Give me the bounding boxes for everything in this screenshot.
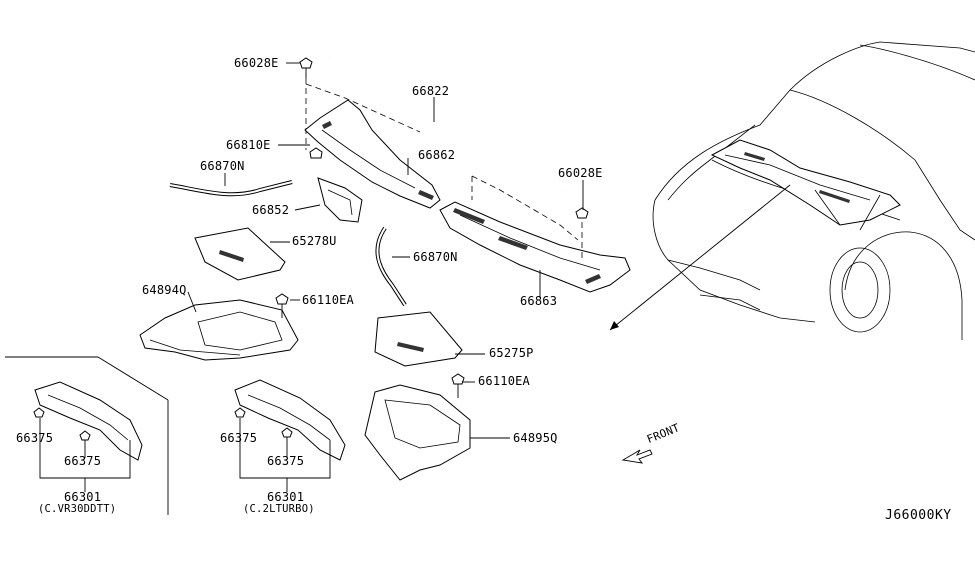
clip-66375-a-upper-icon bbox=[33, 407, 45, 418]
vehicle-outline bbox=[652, 41, 975, 340]
callout-66110EA-top: 66110EA bbox=[302, 293, 354, 307]
clip-66110EA-top-icon bbox=[275, 293, 289, 318]
front-arrow-icon bbox=[621, 449, 653, 464]
clip-66110EA-bottom-icon bbox=[451, 373, 465, 398]
variant-b-note: (C.2LTURBO) bbox=[243, 503, 315, 515]
part-66301-variant-a bbox=[34, 381, 143, 461]
part-65278U-pad bbox=[194, 227, 286, 281]
pointer-arrowhead-icon bbox=[610, 321, 619, 330]
callout-66870N-left: 66870N bbox=[200, 159, 245, 173]
clip-66810E-icon bbox=[309, 147, 323, 159]
part-64894Q-cover bbox=[139, 299, 299, 361]
callout-66028E-right: 66028E bbox=[558, 166, 603, 180]
callout-66110EA-bottom: 66110EA bbox=[478, 374, 530, 388]
part-65275P-pad bbox=[374, 311, 463, 367]
part-66822-seal-inner bbox=[329, 57, 566, 191]
callout-64895Q: 64895Q bbox=[513, 431, 558, 445]
part-66863-cowl-right bbox=[439, 201, 631, 293]
part-66852-bracket bbox=[317, 177, 363, 223]
clip-66028E-top-icon bbox=[299, 57, 313, 78]
clip-66375-b-upper-icon bbox=[234, 407, 246, 418]
variant-a-frame-diag bbox=[97, 356, 169, 401]
clip-66028E-right-icon bbox=[575, 207, 589, 219]
callout-66375-a-lower: 66375 bbox=[64, 454, 102, 468]
callout-66852: 66852 bbox=[252, 203, 290, 217]
callout-66810E: 66810E bbox=[226, 138, 271, 152]
callout-66375-b-lower: 66375 bbox=[267, 454, 305, 468]
callout-66822: 66822 bbox=[412, 84, 450, 98]
callout-66870N-mid: 66870N bbox=[413, 250, 458, 264]
clip-66375-b-lower-icon bbox=[281, 427, 293, 438]
variant-a-note: (C.VR30DDTT) bbox=[38, 503, 117, 515]
callout-66375-b-upper: 66375 bbox=[220, 431, 258, 445]
callout-64894Q: 64894Q bbox=[142, 283, 187, 297]
callout-66862: 66862 bbox=[418, 148, 456, 162]
part-66301-variant-b bbox=[234, 379, 346, 461]
pointer-arrow-line bbox=[609, 184, 791, 331]
callout-65278U: 65278U bbox=[292, 234, 337, 248]
callout-66863: 66863 bbox=[520, 294, 558, 308]
part-64895Q-cover bbox=[364, 384, 471, 481]
callout-66375-a-upper: 66375 bbox=[16, 431, 54, 445]
callout-65275P: 65275P bbox=[489, 346, 534, 360]
diagram-code: J66000KY bbox=[885, 508, 952, 523]
callout-66301-b: 66301 bbox=[267, 490, 305, 504]
part-66862-cowl-left bbox=[304, 99, 441, 209]
callout-66301-a: 66301 bbox=[64, 490, 102, 504]
callout-66028E-top: 66028E bbox=[234, 56, 279, 70]
clip-66375-a-lower-icon bbox=[79, 430, 91, 441]
